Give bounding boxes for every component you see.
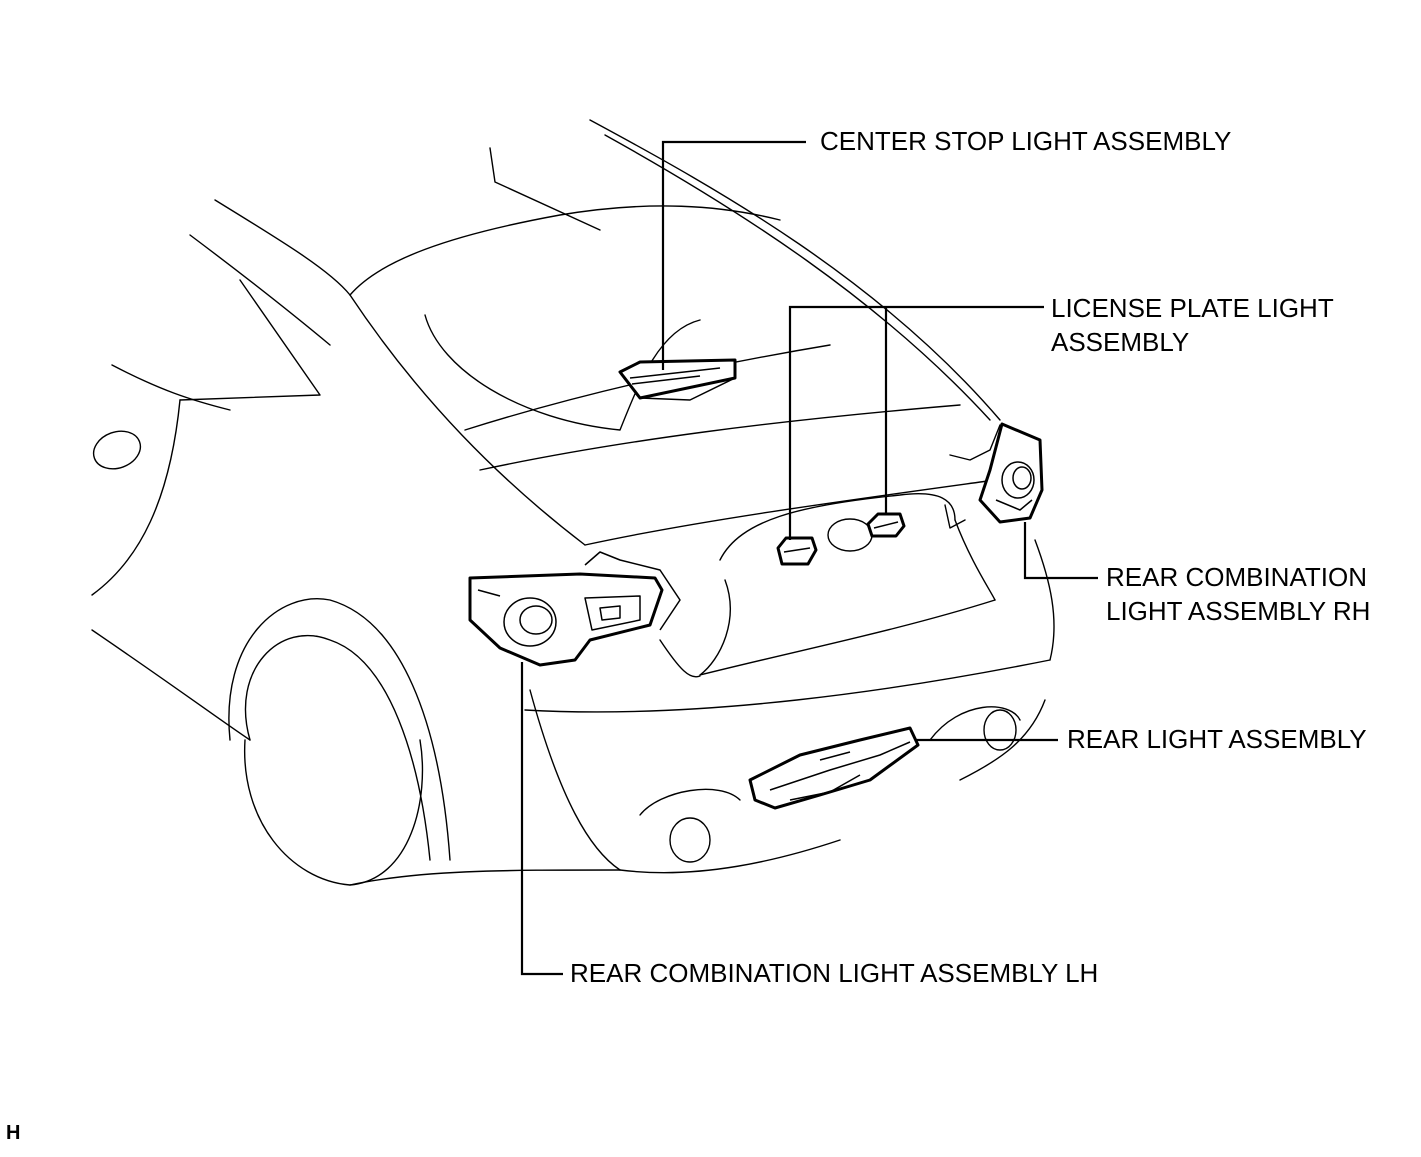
figure-code: H [6,1122,21,1144]
label-rear-combination-lh: REAR COMBINATION LIGHT ASSEMBLY LH [570,958,1099,988]
label-center-stop-light: CENTER STOP LIGHT ASSEMBLY [820,126,1232,156]
label-license-plate-light-line2: ASSEMBLY [1051,327,1190,357]
center-stop-light-part [618,358,737,401]
label-rear-combination-rh-line2: LIGHT ASSEMBLY RH [1106,596,1371,626]
rear-combination-light-rh-part [978,422,1044,524]
rear-combination-light-lh-part [468,551,681,667]
leader-rear-combination-lh [520,662,563,976]
label-license-plate-light-line1: LICENSE PLATE LIGHT [1051,293,1334,323]
label-rear-combination-rh-line1: REAR COMBINATION [1106,562,1367,592]
leader-lines [520,140,1098,976]
label-license-plate-light: LICENSE PLATE LIGHT ASSEMBLY [1051,291,1334,359]
leader-center-stop-light [661,140,806,370]
label-rear-light: REAR LIGHT ASSEMBLY [1067,724,1367,754]
car-body-outline [91,119,1055,886]
rear-light-part [748,726,920,810]
leader-rear-combination-rh [1023,522,1098,580]
label-rear-combination-rh: REAR COMBINATION LIGHT ASSEMBLY RH [1106,560,1370,628]
license-plate-light-part-left [776,536,818,566]
license-plate-light-part-right [866,512,906,538]
leader-license-plate-light [788,305,1044,540]
